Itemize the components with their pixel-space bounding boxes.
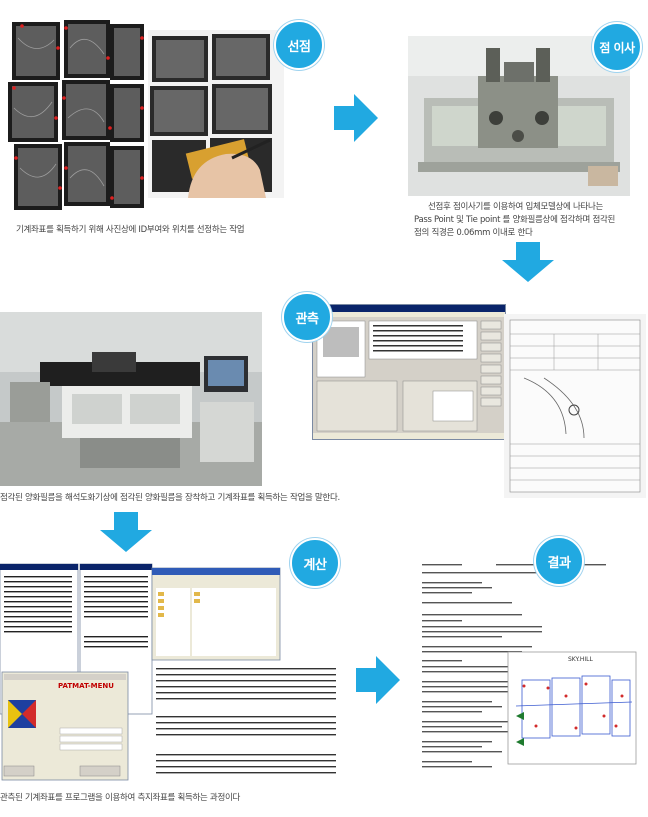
step-badge-compute: 계산 xyxy=(290,538,340,588)
caption-transfer-line-3: 점의 직경은 0.06mm 이내로 한다 xyxy=(414,228,533,238)
caption-select: 기계좌표를 획득하기 위해 사진상에 ID부여와 위치를 선정하는 작업 xyxy=(16,225,245,235)
result-plot-title: SKY.HILL xyxy=(568,656,593,663)
step-badge-observe: 관측 xyxy=(282,292,332,342)
screen-measurement-software xyxy=(312,304,506,440)
caption-observe: 점각된 양화필름을 해석도화기상에 점각된 양화필름을 장착하고 기계좌표를 획… xyxy=(0,493,340,503)
step-badge-transfer: 점 이사 xyxy=(592,22,642,72)
arrow-right-compute-to-result xyxy=(356,656,400,704)
step-badge-select: 선점 xyxy=(274,20,324,70)
caption-transfer-line-2: Pass Point 및 Tie point 를 양화필름상에 점각하며 점각된 xyxy=(414,215,616,225)
photo-marking-hand xyxy=(148,30,284,198)
arrow-down-observe-to-compute xyxy=(100,512,152,552)
arrow-right-select-to-transfer xyxy=(334,94,378,142)
patmat-window-title: PATMAT-MENU xyxy=(58,682,114,690)
caption-transfer-line-1: 선점후 점이사기를 이용하여 입체모델상에 나타나는 xyxy=(428,202,604,212)
screen-coordinate-calculation xyxy=(0,562,342,784)
caption-compute: 관측된 기계좌표를 프로그램을 이용하여 측지좌표를 획득하는 과정이다 xyxy=(0,793,241,803)
step-badge-result: 결과 xyxy=(534,536,584,586)
arrow-down-transfer-to-observe xyxy=(502,242,554,282)
photo-observation-sheet xyxy=(504,314,646,498)
result-report-printout xyxy=(416,556,638,788)
photo-analytical-plotter xyxy=(0,312,262,486)
aerial-photo-collage xyxy=(6,18,146,216)
